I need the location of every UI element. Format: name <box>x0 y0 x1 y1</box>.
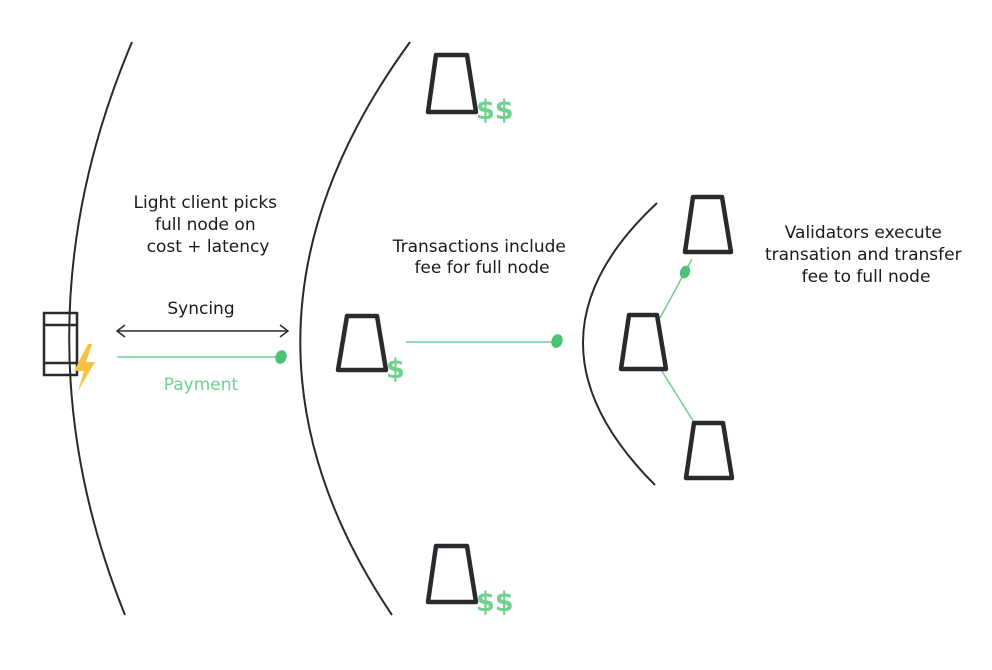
transaction-dot <box>551 334 563 348</box>
validator-dot <box>679 265 691 279</box>
full-node-arc <box>299 41 411 616</box>
phone-icon <box>42 311 79 377</box>
server-node-icon <box>682 194 734 255</box>
transactions-caption: Transactions include fee for full node <box>392 237 572 278</box>
syncing-arrow <box>115 324 290 338</box>
light-client-caption-line-1: Light client picks <box>134 193 278 213</box>
server-node-icon <box>425 543 479 605</box>
validators-caption-line-3: fee to full node <box>802 267 931 287</box>
validators-caption-line-1: Validators execute <box>785 223 942 243</box>
server-node-icon <box>618 312 669 372</box>
server-node-icon <box>425 52 479 115</box>
validator-arc <box>582 202 658 486</box>
light-client-caption-line-2: full node on <box>155 215 256 235</box>
server-node-icon <box>683 420 735 481</box>
center-node-fee: $ <box>386 354 405 385</box>
payment-dot <box>275 350 287 364</box>
validators-caption-line-2: transation and transfer <box>765 245 962 265</box>
transactions-caption-line-2: fee for full node <box>414 258 549 278</box>
light-client-caption: Light client picks full node on cost + l… <box>134 193 283 257</box>
validators-caption: Validators execute transation and transf… <box>765 223 967 287</box>
payment-label: Payment <box>164 375 239 395</box>
transactions-caption-line-1: Transactions include <box>392 237 566 257</box>
top-node-fee: $$ <box>476 95 514 126</box>
validator-link-bottom <box>659 367 696 425</box>
light-client-caption-line-3: cost + latency <box>147 237 270 257</box>
server-node-icon <box>335 313 389 373</box>
bottom-node-fee: $$ <box>476 587 514 618</box>
syncing-label: Syncing <box>167 299 234 319</box>
light-client-arc <box>68 41 133 616</box>
lightning-bolt-icon <box>74 344 95 391</box>
